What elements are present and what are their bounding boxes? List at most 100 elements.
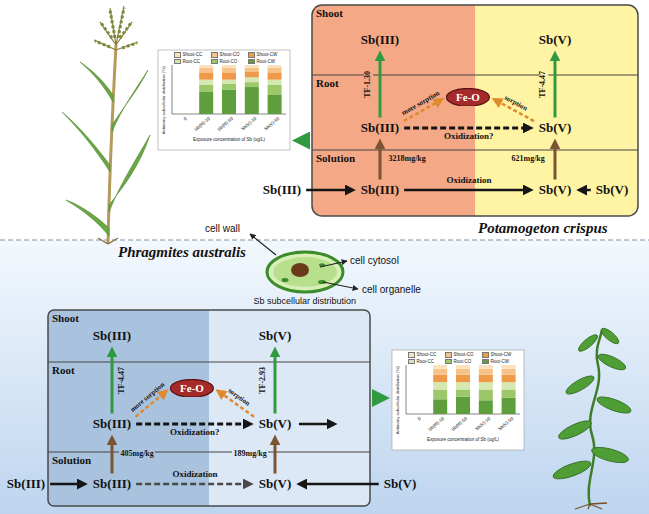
legend-swatch — [211, 59, 218, 65]
legend-item: Shoot-CC — [408, 352, 436, 358]
bar-chart-bottom — [392, 350, 524, 450]
flow-arrow — [582, 189, 591, 192]
bar-chart-bottom — [479, 365, 493, 414]
reed-illustration — [98, 238, 108, 244]
pondweed-illustration — [595, 394, 633, 417]
bar-chart-bottom — [502, 390, 516, 398]
band-region: RootFe-OSb(III)Sb(V) — [48, 362, 370, 452]
legend-item: Root-CO — [445, 359, 471, 365]
bar-chart: Antimony subcellular distribution (%)Exp… — [392, 350, 524, 450]
node-text: Sb(III) — [361, 33, 399, 48]
bar-chart-bottom — [456, 365, 470, 369]
node-text: Sb(III) — [7, 477, 45, 492]
reed-illustration — [95, 8, 137, 48]
bar-chart-bottom — [456, 365, 470, 414]
edge-label: sorption — [502, 94, 529, 114]
bar-chart-bottom — [392, 350, 524, 450]
node-text: Sb(III) — [93, 477, 131, 492]
legend-item: Shoot-CO — [445, 352, 474, 358]
bar-chart-bottom — [479, 375, 493, 382]
pondweed-illustration — [599, 326, 621, 346]
node-text: Sb(III) — [361, 183, 399, 198]
node-text: Sb(V) — [259, 477, 292, 492]
reed-illustration — [122, 43, 137, 48]
node-text: Sb(V) — [259, 417, 292, 432]
leader-line — [320, 261, 347, 267]
bar-chart-bottom — [456, 375, 470, 382]
species-box: Sb(III) — [90, 416, 134, 433]
pondweed-illustration — [590, 444, 630, 465]
reed-illustration — [94, 40, 116, 50]
node-text: Sb(III) — [93, 329, 131, 344]
top-panel — [312, 5, 638, 216]
bottom-panel — [48, 451, 370, 452]
band-region: ShootSb(III) Sb(V) — [312, 5, 638, 75]
pondweed-illustration — [596, 351, 627, 373]
legend-text: Root-CC — [417, 359, 435, 364]
top-panel — [312, 74, 638, 75]
edge-label: 405mg/kg — [119, 450, 154, 459]
bar-chart-bottom — [479, 369, 493, 375]
cell-illustration — [291, 263, 309, 277]
caption-label: Sb subcellular distribution — [254, 296, 357, 306]
bar-chart-top — [245, 82, 259, 87]
axis-title: Exposure concentration of Sb (ug/L) — [193, 138, 265, 143]
bar-chart-top — [199, 65, 213, 67]
axis-tick: 0 — [417, 416, 422, 422]
bar-chart-top — [222, 67, 236, 72]
bottom-panel — [48, 310, 370, 506]
bar-chart-bottom — [433, 369, 447, 375]
bar-chart-top — [158, 50, 290, 150]
species-name: Potamogeton crispus — [478, 220, 608, 237]
callout-label: cell cytosol — [350, 255, 399, 267]
node-text: Sb(III) — [361, 121, 399, 136]
legend-item: Root-CC — [174, 59, 200, 65]
pondweed-illustration — [551, 458, 593, 483]
bar-chart-top — [245, 87, 259, 114]
bar-chart-top — [268, 72, 282, 79]
bar-chart-top — [268, 67, 282, 72]
bar-chart-top — [245, 77, 259, 82]
flow-arrow — [273, 352, 276, 414]
pondweed-illustration — [588, 504, 590, 509]
bar-chart-top — [245, 65, 259, 67]
band-region: ShootSb(III)Sb(V) — [48, 310, 370, 362]
species-box: Sb(V) — [536, 182, 575, 199]
legend-text: Shoot-CC — [417, 352, 437, 357]
bar-chart-bottom — [479, 382, 493, 389]
bar-chart-top — [199, 80, 213, 85]
species-box: Sb(V) — [536, 32, 575, 49]
reed-illustration — [108, 45, 116, 244]
outflow-arrow — [299, 423, 332, 426]
bar-chart-top — [199, 72, 213, 79]
divider-dash — [0, 240, 649, 241]
node-text: Sb(III) — [93, 417, 131, 432]
node-text: Sb(V) — [539, 183, 572, 198]
edge-label: 3218mg/kg — [387, 155, 426, 164]
top-panel — [312, 5, 638, 216]
edge-label: 189mg/kg — [232, 450, 267, 459]
bar-chart-top — [245, 65, 259, 114]
bar-chart-top — [268, 65, 282, 114]
species-box: Sb(V) — [536, 120, 575, 137]
edge-label: sorption — [225, 387, 251, 409]
bar-chart-top — [245, 71, 259, 77]
bar-chart-top — [199, 85, 213, 92]
species-box: Sb(III) — [260, 182, 304, 199]
species-box: Sb(III) — [358, 32, 402, 49]
bar-chart-top — [268, 85, 282, 95]
legend-item: Shoot-CO — [211, 52, 240, 58]
bar-chart-bottom — [479, 390, 493, 401]
legend-text: Shoot-CO — [220, 52, 240, 57]
legend-text: Root-CO — [454, 359, 472, 364]
edge-label: 621mg/kg — [510, 155, 545, 164]
leader-line — [250, 234, 276, 255]
reed-illustration — [101, 23, 112, 38]
species-box: Sb(III) — [4, 476, 48, 493]
band-title: Shoot — [316, 7, 343, 20]
bottom-panel — [48, 310, 370, 506]
reed-illustration — [66, 200, 109, 236]
axis-tick: Sb(V)-10 — [240, 116, 257, 132]
edge-label: more sorption — [400, 90, 442, 118]
bar-chart-bottom — [502, 365, 516, 369]
